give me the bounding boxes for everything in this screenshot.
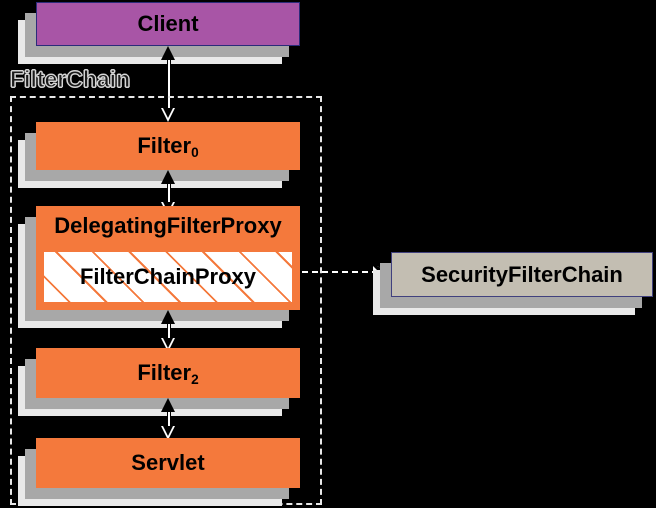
node-delegating-filter-proxy-face: DelegatingFilterProxy FilterChainProxy	[36, 206, 300, 310]
node-filter2-label-subscript: 2	[191, 372, 199, 388]
node-client[interactable]: Client	[18, 2, 300, 64]
node-client-label: Client	[137, 11, 199, 36]
group-label-filterchain: FilterChain	[9, 66, 131, 92]
node-filter2-label: Filter2	[137, 360, 199, 388]
node-filter0-label-text: Filter	[137, 133, 192, 158]
connector-filter2-servlet	[161, 398, 175, 440]
arrowhead-down-hollow-icon	[161, 426, 175, 440]
node-servlet-label: Servlet	[131, 450, 205, 475]
node-security-filter-chain[interactable]: SecurityFilterChain	[373, 252, 653, 315]
connector-line	[167, 407, 171, 427]
node-security-filter-chain-label: SecurityFilterChain	[421, 261, 623, 287]
connector-delegatingfilterproxy-filter2	[161, 310, 175, 352]
arrowhead-up-solid-icon	[161, 46, 175, 60]
arrowhead-up-solid-icon	[161, 398, 175, 412]
node-filter2-label-text: Filter	[137, 360, 192, 385]
node-security-filter-chain-face: SecurityFilterChain	[391, 252, 653, 297]
connector-line	[167, 319, 171, 339]
node-filter2[interactable]: Filter2	[18, 348, 300, 416]
node-filter0-face: Filter0	[36, 122, 300, 170]
node-filter-chain-proxy[interactable]: FilterChainProxy	[43, 251, 293, 303]
node-filter0[interactable]: Filter0	[18, 122, 300, 188]
arrowhead-up-solid-icon	[161, 170, 175, 184]
connector-dashed-line	[302, 271, 378, 273]
connector-line	[167, 55, 171, 109]
node-filter-chain-proxy-label: FilterChainProxy	[79, 264, 257, 289]
node-filter0-label: Filter0	[137, 133, 199, 161]
node-servlet[interactable]: Servlet	[18, 438, 300, 506]
node-delegating-filter-proxy[interactable]: DelegatingFilterProxy FilterChainProxy	[18, 206, 300, 328]
node-filter2-face: Filter2	[36, 348, 300, 398]
node-client-face: Client	[36, 2, 300, 46]
node-delegating-filter-proxy-label: DelegatingFilterProxy	[54, 213, 282, 238]
connector-client-filter0	[161, 46, 175, 122]
arrowhead-down-hollow-icon	[161, 108, 175, 122]
node-filter0-label-subscript: 0	[191, 145, 199, 161]
arrowhead-up-solid-icon	[161, 310, 175, 324]
connector-line	[167, 179, 171, 203]
node-servlet-face: Servlet	[36, 438, 300, 488]
